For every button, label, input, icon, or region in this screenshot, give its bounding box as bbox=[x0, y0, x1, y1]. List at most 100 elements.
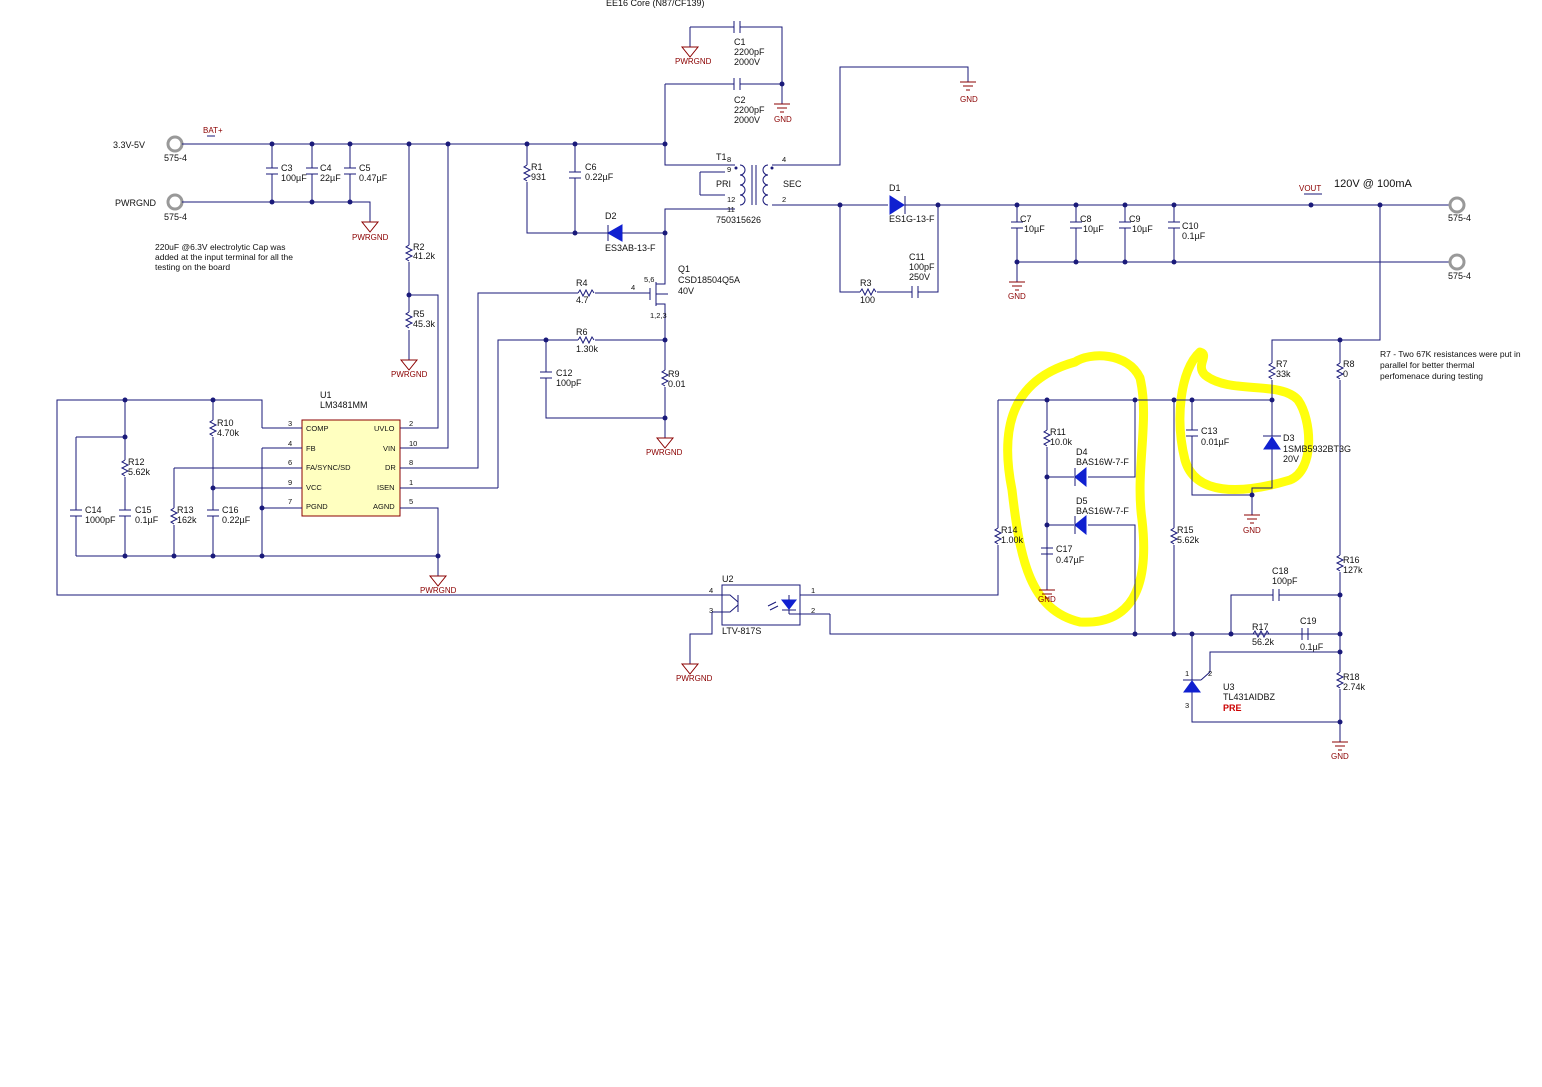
input-neg-terminal[interactable] bbox=[166, 193, 184, 211]
r3-ref: R3 bbox=[860, 278, 872, 288]
svg-text:7: 7 bbox=[288, 497, 292, 506]
t1-part: 750315626 bbox=[716, 215, 761, 225]
c1-ref: C1 bbox=[734, 37, 746, 47]
c15-ref: C15 bbox=[135, 505, 152, 515]
svg-text:1,2,3: 1,2,3 bbox=[650, 311, 667, 320]
r8-value: 0 bbox=[1343, 369, 1348, 379]
core-label: EE16 Core (N87/CF139) bbox=[606, 0, 705, 8]
svg-text:5: 5 bbox=[409, 497, 413, 506]
r4-ref: R4 bbox=[576, 278, 588, 288]
u1-pin-fb: FB bbox=[306, 444, 316, 453]
svg-text:3: 3 bbox=[288, 419, 292, 428]
junction-dots bbox=[122, 81, 1383, 725]
t1-pri: PRI bbox=[716, 179, 731, 189]
gnd-label-out: GND bbox=[1008, 292, 1026, 301]
c19-value: 0.1µF bbox=[1300, 642, 1324, 652]
r17-value: 56.2k bbox=[1252, 637, 1275, 647]
c2-value: 2200pF bbox=[734, 105, 765, 115]
u1-ic-body bbox=[301, 419, 401, 517]
c8-value: 10µF bbox=[1083, 224, 1104, 234]
c3-ref: C3 bbox=[281, 163, 293, 173]
output-pos-part: 575-4 bbox=[1448, 213, 1471, 223]
svg-text:5,6: 5,6 bbox=[644, 275, 654, 284]
u3-pre-tag: PRE bbox=[1223, 703, 1242, 713]
c7-value: 10µF bbox=[1024, 224, 1045, 234]
c16-value: 0.22µF bbox=[222, 515, 251, 525]
note-r7-1: R7 - Two 67K resistances were put in bbox=[1380, 349, 1521, 359]
r17-ref: R17 bbox=[1252, 622, 1269, 632]
c15-value: 0.1µF bbox=[135, 515, 159, 525]
c17-ref: C17 bbox=[1056, 544, 1073, 554]
r18-value: 2.74k bbox=[1343, 682, 1366, 692]
c2-voltage: 2000V bbox=[734, 115, 760, 125]
r11-ref: R11 bbox=[1050, 427, 1066, 437]
gnd-label-top: GND bbox=[960, 95, 978, 104]
svg-text:4: 4 bbox=[288, 439, 292, 448]
r15-value: 5.62k bbox=[1177, 535, 1200, 545]
c11-value: 100pF bbox=[909, 262, 935, 272]
u2-ref: U2 bbox=[722, 574, 734, 584]
c7-ref: C7 bbox=[1020, 214, 1032, 224]
d1-value: ES1G-13-F bbox=[889, 214, 935, 224]
svg-text:8: 8 bbox=[409, 458, 413, 467]
u1-pin-comp: COMP bbox=[306, 424, 329, 433]
c14-value: 1000pF bbox=[85, 515, 116, 525]
r16-value: 127k bbox=[1343, 565, 1363, 575]
r2-value: 41.2k bbox=[413, 251, 436, 261]
note-input-cap-1: 220uF @6.3V electrolytic Cap was bbox=[155, 242, 286, 252]
output-neg-terminal[interactable] bbox=[1448, 253, 1466, 271]
svg-text:4: 4 bbox=[782, 155, 786, 164]
svg-text:2: 2 bbox=[782, 195, 786, 204]
c10-ref: C10 bbox=[1182, 221, 1199, 231]
d4-diode-icon bbox=[1074, 466, 1087, 488]
d4-value: BAS16W-7-F bbox=[1076, 457, 1129, 467]
d3-ref: D3 bbox=[1283, 433, 1295, 443]
r5-ref: R5 bbox=[413, 309, 425, 319]
c1-value: 2200pF bbox=[734, 47, 765, 57]
c19-ref: C19 bbox=[1300, 616, 1317, 626]
svg-text:12: 12 bbox=[727, 195, 735, 204]
u3-shunt-icon bbox=[1183, 680, 1201, 693]
r12-value: 5.62k bbox=[128, 467, 151, 477]
u1-pin-isen: ISEN bbox=[377, 483, 395, 492]
svg-text:3: 3 bbox=[1185, 701, 1189, 710]
r11-value: 10.0k bbox=[1050, 437, 1073, 447]
c17-value: 0.47µF bbox=[1056, 555, 1085, 565]
c9-ref: C9 bbox=[1129, 214, 1141, 224]
r15-ref: R15 bbox=[1177, 525, 1194, 535]
c10-value: 0.1µF bbox=[1182, 231, 1206, 241]
input-pos-terminal[interactable] bbox=[166, 135, 184, 153]
svg-text:4: 4 bbox=[709, 586, 713, 595]
r16-ref: R16 bbox=[1343, 555, 1360, 565]
q1-value: CSD18504Q5A bbox=[678, 275, 740, 285]
d1-ref: D1 bbox=[889, 183, 901, 193]
svg-text:2: 2 bbox=[409, 419, 413, 428]
c4-value: 22µF bbox=[320, 173, 341, 183]
input-neg-part: 575-4 bbox=[164, 212, 187, 222]
r8-ref: R8 bbox=[1343, 359, 1355, 369]
c11-ref: C11 bbox=[909, 252, 925, 262]
c6-value: 0.22µF bbox=[585, 172, 614, 182]
input-pos-part: 575-4 bbox=[164, 153, 187, 163]
note-input-cap-2: added at the input terminal for all the bbox=[155, 252, 293, 262]
r1-value: 931 bbox=[531, 172, 546, 182]
svg-text:1: 1 bbox=[409, 478, 413, 487]
c18-value: 100pF bbox=[1272, 576, 1298, 586]
q1-voltage: 40V bbox=[678, 286, 694, 296]
r6-value: 1.30k bbox=[576, 344, 599, 354]
u1-pin-uvlo: UVLO bbox=[374, 424, 395, 433]
d3-value: 1SMB5932BT3G bbox=[1283, 444, 1351, 454]
u1-ref: U1 bbox=[320, 390, 332, 400]
r1-ref: R1 bbox=[531, 162, 543, 172]
output-pos-terminal[interactable] bbox=[1448, 196, 1466, 214]
r18-ref: R18 bbox=[1343, 672, 1360, 682]
r2-ref: R2 bbox=[413, 242, 425, 252]
r5-value: 45.3k bbox=[413, 319, 436, 329]
c12-value: 100pF bbox=[556, 378, 582, 388]
d3-zener-icon bbox=[1263, 436, 1281, 450]
r13-value: 162k bbox=[177, 515, 197, 525]
svg-text:9: 9 bbox=[288, 478, 292, 487]
d5-diode-icon bbox=[1074, 514, 1087, 536]
u3-part: TL431AIDBZ bbox=[1223, 692, 1276, 702]
r4-value: 4.7 bbox=[576, 295, 589, 305]
